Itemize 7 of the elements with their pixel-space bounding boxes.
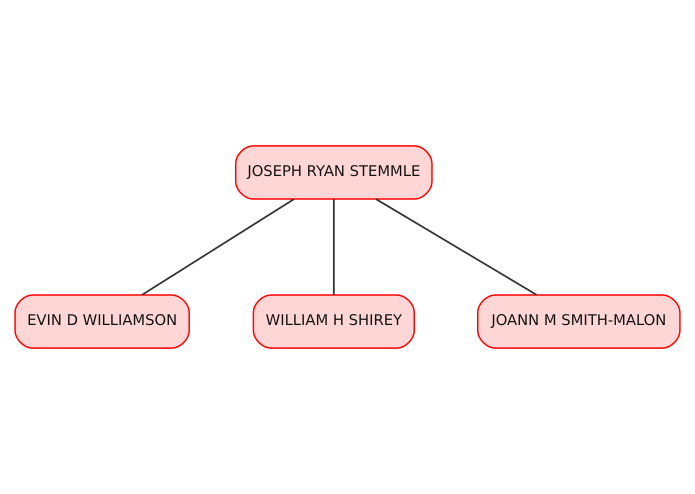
- node-box: JOANN M SMITH-MALON: [477, 294, 681, 349]
- node-box: WILLIAM H SHIREY: [252, 294, 416, 349]
- connector: [376, 198, 537, 296]
- connector: [332, 199, 335, 295]
- connector: [142, 198, 294, 296]
- node-box: JOSEPH RYAN STEMMLE: [234, 145, 433, 200]
- node-box: EVIN D WILLIAMSON: [14, 294, 190, 349]
